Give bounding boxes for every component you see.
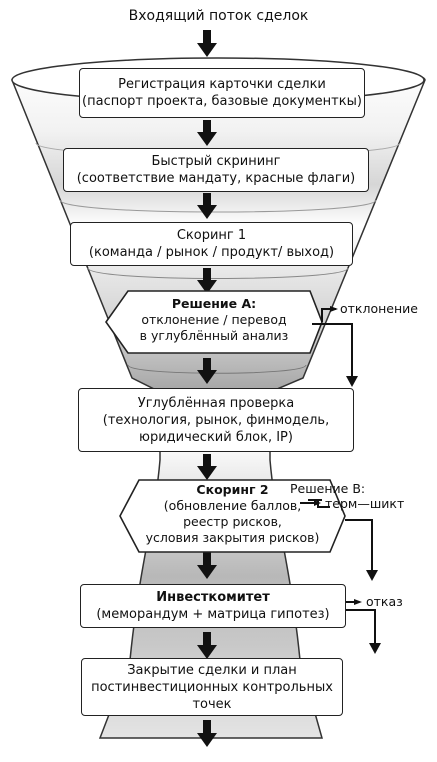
screening-step: Быстрый скрининг (соответствие мандату, … <box>63 148 369 192</box>
committee-detail: (меморандум + матрица гипотез) <box>96 607 330 622</box>
funnel-band <box>59 199 377 213</box>
scoring-1-step: Скоринг 1 (команда / рынок / продукт/ вы… <box>70 222 353 266</box>
closing-detail-2: точек <box>192 696 232 712</box>
scoring-2-detail-3: условия закрытия рисков) <box>145 530 320 545</box>
committee-title: Инвесткомитет <box>156 590 270 605</box>
rejection-label: отклонение <box>340 301 418 316</box>
screening-detail: (соответствие мандату, красные флаги) <box>76 171 356 186</box>
decision-b-drop-arrow <box>345 519 373 572</box>
arrow-down-icon <box>197 720 217 747</box>
due-diligence-detail: (технология, рынок, финмодель, <box>102 412 330 428</box>
due-diligence-title: Углублённая проверка <box>137 395 295 411</box>
arrow-down-icon <box>197 632 217 659</box>
closing-title: Закрытие сделки и план <box>127 662 297 678</box>
scoring-2-detail-2: реестр рисков, <box>183 514 282 529</box>
scoring-2-text: Скоринг 2 (обновление баллов, реестр рис… <box>125 482 340 546</box>
due-diligence-step: Углублённая проверка (технология, рынок,… <box>78 388 354 452</box>
closing-step: Закрытие сделки и план постинвестиционны… <box>81 658 343 716</box>
arrow-down-icon <box>197 358 217 384</box>
funnel-band <box>127 364 307 374</box>
closing-detail: постинвестиционных контрольных <box>91 679 333 695</box>
termsheet-label: терм—шикт <box>325 496 405 511</box>
decision-a-title: Решение А: <box>171 296 257 311</box>
arrow-down-icon <box>197 552 217 579</box>
scoring-2-detail: (обновление баллов, <box>163 498 302 513</box>
registration-step: Регистрация карточки сделки (паспорт про… <box>79 68 365 118</box>
decision-b-label: Решение В: <box>290 481 366 496</box>
due-diligence-detail-2: юридический блок, IP) <box>139 429 293 445</box>
arrow-down-icon <box>197 268 217 294</box>
branch-arrows <box>300 306 381 654</box>
screening-title: Быстрый скрининг <box>151 154 281 169</box>
refusal-drop-arrow <box>338 609 376 645</box>
committee-step: Инвесткомитет (меморандум + матрица гипо… <box>80 584 346 628</box>
scoring-2-shape <box>119 479 346 553</box>
decision-a-text: Решение А: отклонение / перевод в углубл… <box>110 296 318 344</box>
scoring-1-title: Скоринг 1 <box>176 228 247 243</box>
flow-arrows <box>197 30 217 747</box>
refusal-label: отказ <box>366 594 403 609</box>
scoring-2-title: Скоринг 2 <box>196 482 269 497</box>
registration-title: Регистрация карточки сделки <box>118 77 326 92</box>
input-flow-title: Входящий поток сделок <box>128 8 309 24</box>
decision-a-option: отклонение / перевод <box>141 312 287 327</box>
funnel-band <box>87 267 349 279</box>
arrow-down-icon <box>197 454 217 480</box>
scoring-1-detail: (команда / рынок / продукт/ выход) <box>88 245 335 260</box>
decision-a-shape <box>105 290 323 354</box>
arrow-down-icon <box>197 193 217 219</box>
decision-a-option-2: в углублённый анализ <box>139 328 289 343</box>
rejection-drop-arrow <box>312 323 353 378</box>
registration-detail: (паспорт проекта, базовые документкы) <box>82 94 362 109</box>
arrow-down-icon <box>197 120 217 146</box>
arrow-down-icon <box>197 30 217 57</box>
